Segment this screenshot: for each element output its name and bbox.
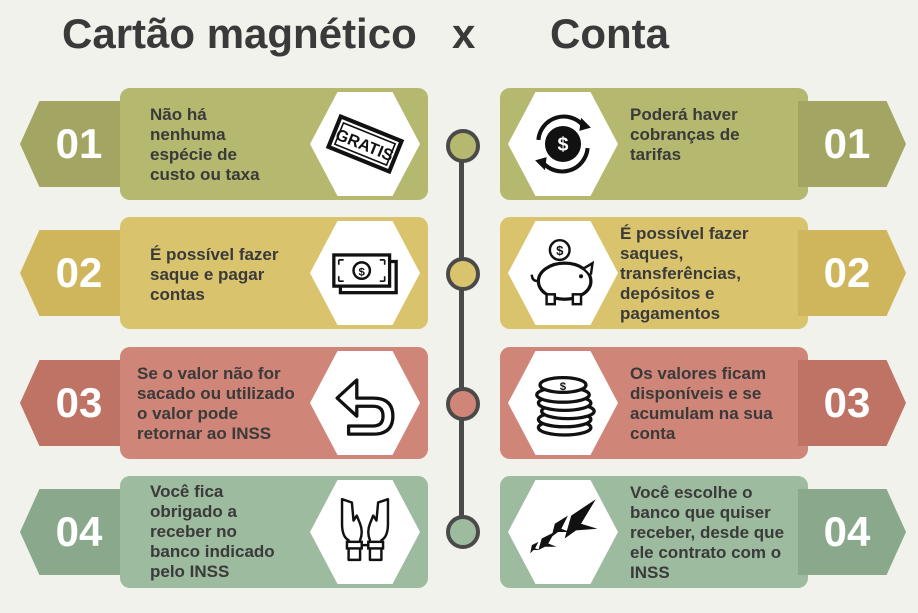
right-number-tab-2: 02	[798, 230, 906, 316]
right-card-3-text: Os valores ficam disponíveis e se acumul…	[630, 364, 773, 443]
right-number-tab-3: 03	[798, 360, 906, 446]
left-card-1-text: Não há nenhuma espécie de custo ou taxa	[150, 105, 260, 184]
svg-text:$: $	[556, 243, 564, 258]
left-number-tab-2: 02	[20, 230, 128, 316]
timeline-line	[459, 140, 464, 535]
left-card-3-text: Se o valor não for sacado ou utilizado o…	[137, 364, 295, 443]
gratis-stamp-icon: GRATIS	[310, 92, 420, 196]
return-arrow-icon	[310, 351, 420, 455]
right-title: Conta	[550, 10, 669, 57]
timeline-node-4	[446, 515, 480, 549]
left-number-tab-1: 01	[20, 101, 128, 187]
svg-text:$: $	[359, 266, 366, 278]
right-card-1-text: Poderá haver cobranças de tarifas	[630, 105, 740, 164]
timeline-node-2	[446, 257, 480, 291]
timeline-node-3	[446, 387, 480, 421]
timeline-node-1	[446, 129, 480, 163]
right-card-4-text: Você escolhe o banco que quiser receber,…	[630, 483, 785, 582]
left-card-2-text: É possível fazer saque e pagar contas	[150, 245, 279, 304]
left-title: Cartão magnético	[62, 10, 417, 57]
left-card-4-text: Você fica obrigado a receber no banco in…	[150, 482, 275, 581]
svg-text:$: $	[560, 381, 567, 393]
right-card-2-text: É possível fazer saques, transferências,…	[620, 224, 749, 323]
right-number-tab-1: 01	[798, 101, 906, 187]
svg-text:$: $	[558, 134, 569, 156]
left-number-tab-4: 04	[20, 489, 128, 575]
versus-separator: x	[452, 10, 476, 57]
money-bills-icon: $	[310, 221, 420, 325]
left-number-tab-3: 03	[20, 360, 128, 446]
right-number-tab-4: 04	[798, 489, 906, 575]
